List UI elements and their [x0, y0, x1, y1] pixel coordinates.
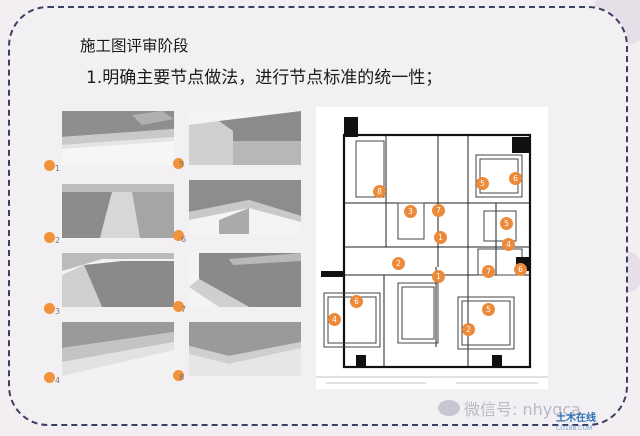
thumbnail-badge-label: 7 [181, 305, 187, 314]
wechat-watermark: 微信号: nhyqca [438, 396, 581, 420]
node-detail-thumbnail-7 [189, 253, 301, 307]
node-detail-thumbnail-2 [62, 184, 174, 238]
thumbnail-badge-5 [173, 158, 184, 169]
slide-subheading: 1.明确主要节点做法，进行节点标准的统一性； [86, 68, 443, 88]
slide-heading: 施工图评审阶段 [80, 37, 189, 55]
plan-marker: 1 [434, 231, 447, 244]
plan-marker: 3 [404, 205, 417, 218]
thumbnail-badge-2 [44, 232, 55, 243]
thumbnail-badge-label: 3 [55, 307, 61, 316]
plan-marker: 5 [476, 177, 489, 190]
node-detail-thumbnail-1 [62, 111, 174, 165]
plan-marker: 2 [392, 257, 405, 270]
thumbnail-badge-7 [173, 301, 184, 312]
node-detail-thumbnail-3 [62, 253, 174, 307]
site-logo: 土木在线 CO188.COM [556, 414, 596, 434]
thumbnail-badge-label: 5 [179, 160, 185, 169]
thumbnail-badge-label: 2 [55, 236, 61, 245]
plan-marker: 4 [328, 313, 341, 326]
thumbnail-badge-label: 8 [179, 373, 185, 382]
thumbnail-badge-1 [44, 160, 55, 171]
logo-text: 土木在线 [556, 413, 596, 424]
thumbnail-badge-label: 4 [55, 376, 61, 385]
thumbnail-badge-8 [173, 370, 184, 381]
thumbnail-badge-3 [44, 303, 55, 314]
thumbnail-badge-label: 6 [181, 235, 187, 244]
thumbnail-badge-label: 1 [55, 164, 61, 173]
plan-marker: 7 [482, 265, 495, 278]
wechat-id: 微信号: nhyqca [464, 400, 581, 419]
plan-marker: 1 [432, 270, 445, 283]
logo-domain: CO188.COM [556, 425, 593, 432]
plan-marker: 6 [350, 295, 363, 308]
plan-marker: 2 [462, 323, 475, 336]
ceiling-floor-plan: 8 5 6 3 7 1 5 4 2 7 6 1 6 5 4 2 [316, 107, 548, 389]
plan-marker: 7 [432, 204, 445, 217]
plan-marker: 5 [500, 217, 513, 230]
node-detail-thumbnail-4 [62, 322, 174, 376]
plan-marker: 6 [514, 263, 527, 276]
plan-marker: 5 [482, 303, 495, 316]
node-detail-thumbnail-5 [189, 111, 301, 165]
plan-marker: 8 [373, 185, 386, 198]
thumbnail-badge-6 [173, 230, 184, 241]
node-detail-thumbnail-6 [189, 180, 301, 234]
plan-marker: 4 [502, 238, 515, 251]
thumbnail-badge-4 [44, 372, 55, 383]
wechat-icon [438, 400, 460, 416]
plan-marker: 6 [509, 172, 522, 185]
node-detail-thumbnail-8 [189, 322, 301, 376]
